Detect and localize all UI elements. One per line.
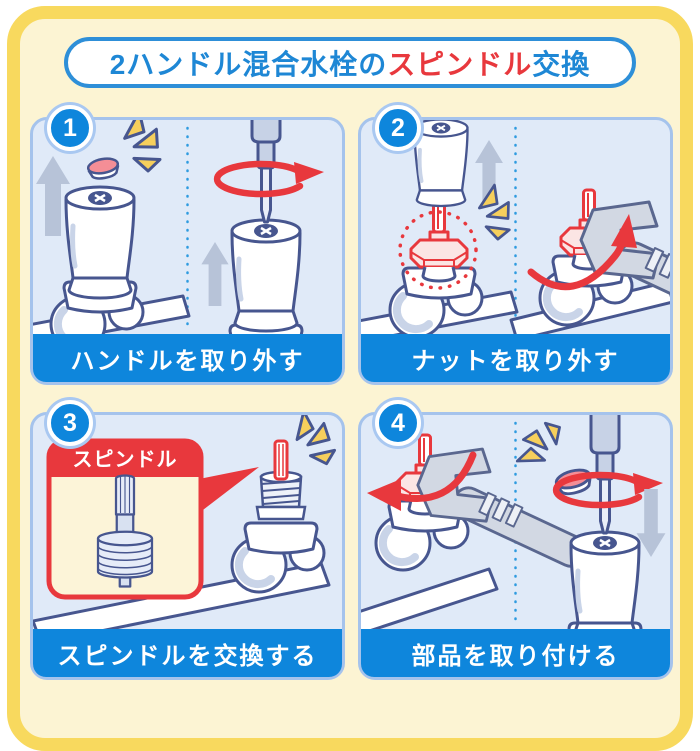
callout-header <box>49 441 201 477</box>
step-4-illustration <box>361 415 670 629</box>
callout-label: スピンドル <box>73 448 178 471</box>
turn-arrow-head <box>611 214 637 248</box>
turn-arrow-head <box>367 479 401 511</box>
faucet-handle <box>571 532 639 629</box>
red-spindle <box>273 439 289 481</box>
title-prefix: 2ハンドル混合水栓の <box>109 48 388 80</box>
step-3-illustration: スピンドル <box>33 415 342 629</box>
turn-arrow <box>389 451 477 502</box>
turn-arrow <box>527 242 625 291</box>
faucet-pipe <box>361 567 499 629</box>
steps-grid: 1 ハンドルを取り外す 2 <box>30 105 673 680</box>
adjustable-wrench-icon <box>416 447 593 573</box>
step-badge-1: 1 <box>47 105 93 151</box>
title-banner: 2ハンドル混合水栓のスピンドル交換 <box>64 37 636 88</box>
dotted-highlight-circle <box>398 210 478 290</box>
sparkle-burst-icon <box>113 120 174 176</box>
faucet-handle <box>66 187 134 298</box>
title-suffix: 交換 <box>532 48 591 80</box>
callout-pointer <box>199 467 259 513</box>
step-badge-2: 2 <box>375 105 421 151</box>
step-badge-3: 3 <box>47 400 93 446</box>
sparkle-burst-icon <box>283 415 342 470</box>
index-cap <box>85 155 122 182</box>
step-panel-2: 2 ナットを取り外す <box>358 105 673 385</box>
step-1-illustration <box>33 120 342 334</box>
step-caption-4: 部品を取り付ける <box>361 629 670 677</box>
step-panel-1: 1 ハンドルを取り外す <box>30 105 345 385</box>
title-highlight: スピンドル <box>387 48 533 80</box>
up-arrow-icon <box>201 242 229 306</box>
step-caption-3: スピンドルを交換する <box>33 629 342 677</box>
faucet-handle <box>232 220 300 331</box>
step-caption-1: ハンドルを取り外す <box>33 334 342 382</box>
step-badge-4: 4 <box>375 400 421 446</box>
screwdriver-icon <box>250 120 282 224</box>
step-panel-3: 3 スピンドル スピンドルを交換する <box>30 400 345 680</box>
spindle-callout: スピンドル <box>46 438 259 600</box>
faucet-handle <box>412 120 470 208</box>
sparkle-burst-icon <box>470 181 523 243</box>
step-2-illustration <box>361 120 670 334</box>
sparkle-burst-icon <box>511 415 566 476</box>
step-panel-4: 4 部品を取り付ける <box>358 400 673 680</box>
step-caption-2: ナットを取り外す <box>361 334 670 382</box>
